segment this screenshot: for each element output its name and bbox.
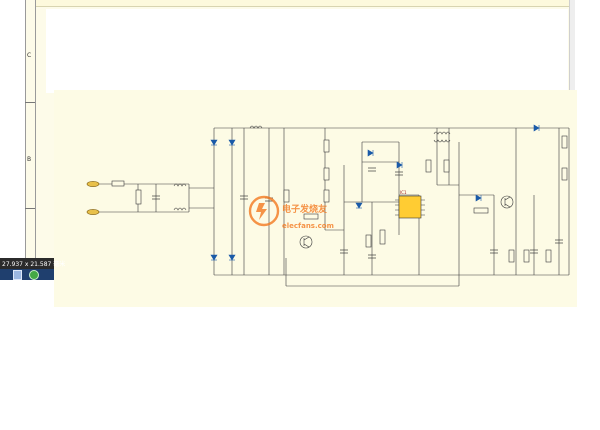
ac-input-terminals — [86, 181, 100, 215]
zone-divider — [25, 208, 35, 209]
zone-label-c: C — [27, 52, 32, 59]
diodes — [210, 124, 540, 261]
watermark-brand: 电子发烧友 — [282, 203, 327, 215]
drawing-frame-zone-column — [25, 0, 36, 270]
zone-label-b: B — [27, 156, 32, 163]
watermark-url: elecfans.com — [282, 222, 334, 230]
watermark: 电子发烧友 elecfans.com — [248, 195, 334, 230]
coordinate-unit: 毫米 — [53, 261, 66, 268]
inductors — [173, 125, 451, 211]
schematic-panel[interactable]: IC1 电子发烧友 elecfans.com — [54, 90, 577, 307]
window-icon[interactable] — [13, 270, 22, 280]
taskbar — [0, 269, 54, 280]
schematic-diagram: IC1 电子发烧友 elecfans.com — [86, 124, 570, 287]
transistors — [299, 195, 514, 249]
cursor-coordinates: 27.937 x 21.587 毫米 — [2, 259, 65, 268]
app-icon[interactable] — [29, 270, 39, 280]
wire-network — [98, 127, 570, 287]
capacitors — [152, 167, 563, 259]
drawing-frame-top-border — [25, 0, 570, 7]
resistors — [111, 135, 568, 263]
blank-drawing-area — [46, 9, 568, 93]
controller-ic: IC1 — [395, 190, 425, 219]
coordinate-readout: 27.937 x 21.587 — [2, 261, 52, 268]
zone-divider — [25, 102, 35, 103]
vertical-scrollbar[interactable] — [569, 0, 575, 100]
ic-label: IC1 — [400, 190, 407, 195]
